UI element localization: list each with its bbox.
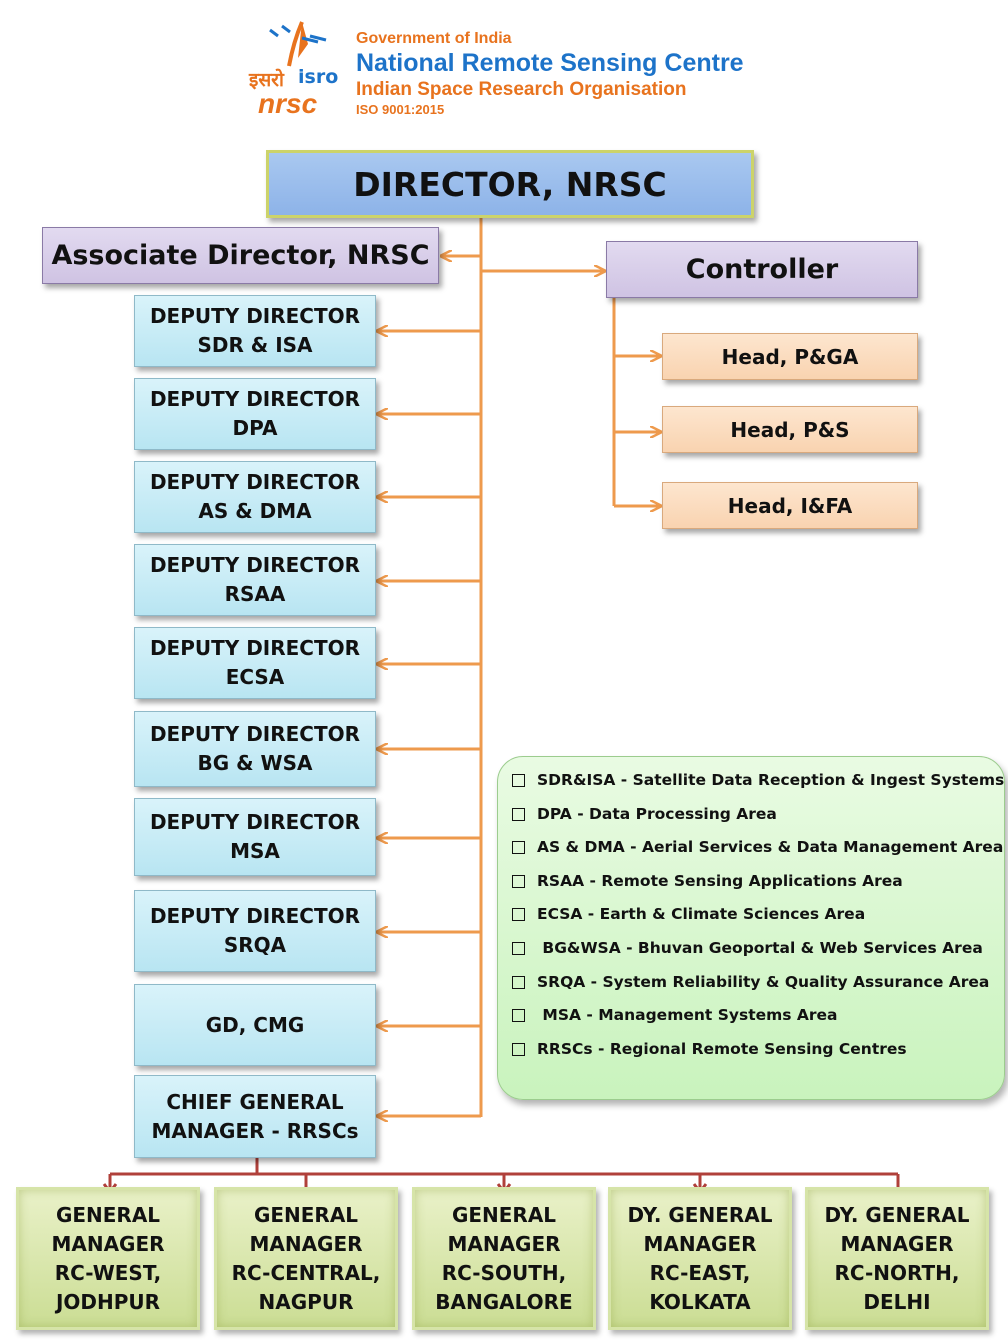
deputy-director-srqa-box: DEPUTY DIRECTOR SRQA [134, 890, 376, 972]
legend-item: RSAA - Remote Sensing Applications Area [512, 872, 994, 906]
legend-item: RRSCs - Regional Remote Sensing Centres [512, 1040, 994, 1074]
checkbox-icon [512, 975, 525, 989]
head-ifa-box: Head, I&FA [662, 482, 918, 529]
deputy-director-rsaa-box: DEPUTY DIRECTOR RSAA [134, 544, 376, 616]
gm-rc-west-box: GENERAL MANAGER RC-WEST, JODHPUR [16, 1187, 200, 1330]
legend-text: SRQA - System Reliability & Quality Assu… [537, 972, 990, 991]
legend-text: ECSA - Earth & Climate Sciences Area [537, 905, 866, 924]
isro-rocket-icon [269, 21, 327, 67]
checkbox-icon [512, 941, 525, 955]
legend-item: DPA - Data Processing Area [512, 805, 994, 839]
deputy-director-as-dma-box: DEPUTY DIRECTOR AS & DMA [134, 461, 376, 533]
deputy-director-sdr-isa-box: DEPUTY DIRECTOR SDR & ISA [134, 295, 376, 367]
director-box: DIRECTOR, NRSC [266, 150, 754, 218]
legend-text: RRSCs - Regional Remote Sensing Centres [537, 1039, 907, 1058]
controller-box: Controller [606, 241, 918, 298]
deputy-director-dpa-box: DEPUTY DIRECTOR DPA [134, 378, 376, 450]
abbreviation-legend: SDR&ISA - Satellite Data Reception & Ing… [497, 756, 1008, 1100]
checkbox-icon [512, 1042, 525, 1056]
dgm-rc-east-box: DY. GENERAL MANAGER RC-EAST, KOLKATA [608, 1187, 792, 1330]
header-line2: National Remote Sensing Centre [356, 49, 744, 77]
associate-director-box: Associate Director, NRSC [42, 227, 439, 284]
legend-item: SRQA - System Reliability & Quality Assu… [512, 973, 994, 1007]
dgm-rc-north-box: DY. GENERAL MANAGER RC-NORTH, DELHI [805, 1187, 989, 1330]
head-pga-box: Head, P&GA [662, 333, 918, 380]
checkbox-icon [512, 874, 525, 888]
legend-item: ECSA - Earth & Climate Sciences Area [512, 905, 994, 939]
gm-rc-south-box: GENERAL MANAGER RC-SOUTH, BANGALORE [412, 1187, 596, 1330]
checkbox-icon [512, 807, 525, 821]
header-line1: Government of India [356, 30, 512, 47]
legend-text: MSA - Management Systems Area [537, 1006, 838, 1025]
legend-text: SDR&ISA - Satellite Data Reception & Ing… [537, 771, 1008, 789]
legend-item: MSA - Management Systems Area [512, 1006, 994, 1040]
header-line4: ISO 9001:2015 [356, 102, 445, 117]
deputy-director-ecsa-box: DEPUTY DIRECTOR ECSA [134, 627, 376, 699]
legend-item: SDR&ISA - Satellite Data Reception & Ing… [512, 771, 1008, 805]
legend-item: AS & DMA - Aerial Services & Data Manage… [512, 838, 1003, 872]
deputy-director-msa-box: DEPUTY DIRECTOR MSA [134, 798, 376, 876]
legend-text: AS & DMA - Aerial Services & Data Manage… [537, 838, 1004, 857]
logo-nrsc: nrsc [258, 88, 318, 119]
legend-item: BG&WSA - Bhuvan Geoportal & Web Services… [512, 939, 994, 973]
header-line3: Indian Space Research Organisation [356, 79, 687, 100]
gd-cmg-box: GD, CMG [134, 984, 376, 1066]
chief-general-manager-rrscs-box: CHIEF GENERAL MANAGER - RRSCs [134, 1075, 376, 1158]
gm-rc-central-box: GENERAL MANAGER RC-CENTRAL, NAGPUR [214, 1187, 398, 1330]
legend-text: RSAA - Remote Sensing Applications Area [537, 871, 903, 890]
logo-isro-hindi: इसरो [249, 69, 284, 91]
legend-text: BG&WSA - Bhuvan Geoportal & Web Services… [537, 938, 983, 957]
deputy-director-bg-wsa-box: DEPUTY DIRECTOR BG & WSA [134, 711, 376, 787]
checkbox-icon [512, 1009, 525, 1023]
checkbox-icon [512, 774, 525, 787]
head-ps-box: Head, P&S [662, 406, 918, 453]
checkbox-icon [512, 908, 525, 922]
header-text: Government of India National Remote Sens… [356, 30, 744, 117]
checkbox-icon [512, 841, 525, 855]
legend-text: DPA - Data Processing Area [537, 804, 777, 823]
logo-isro: isro [298, 66, 339, 88]
